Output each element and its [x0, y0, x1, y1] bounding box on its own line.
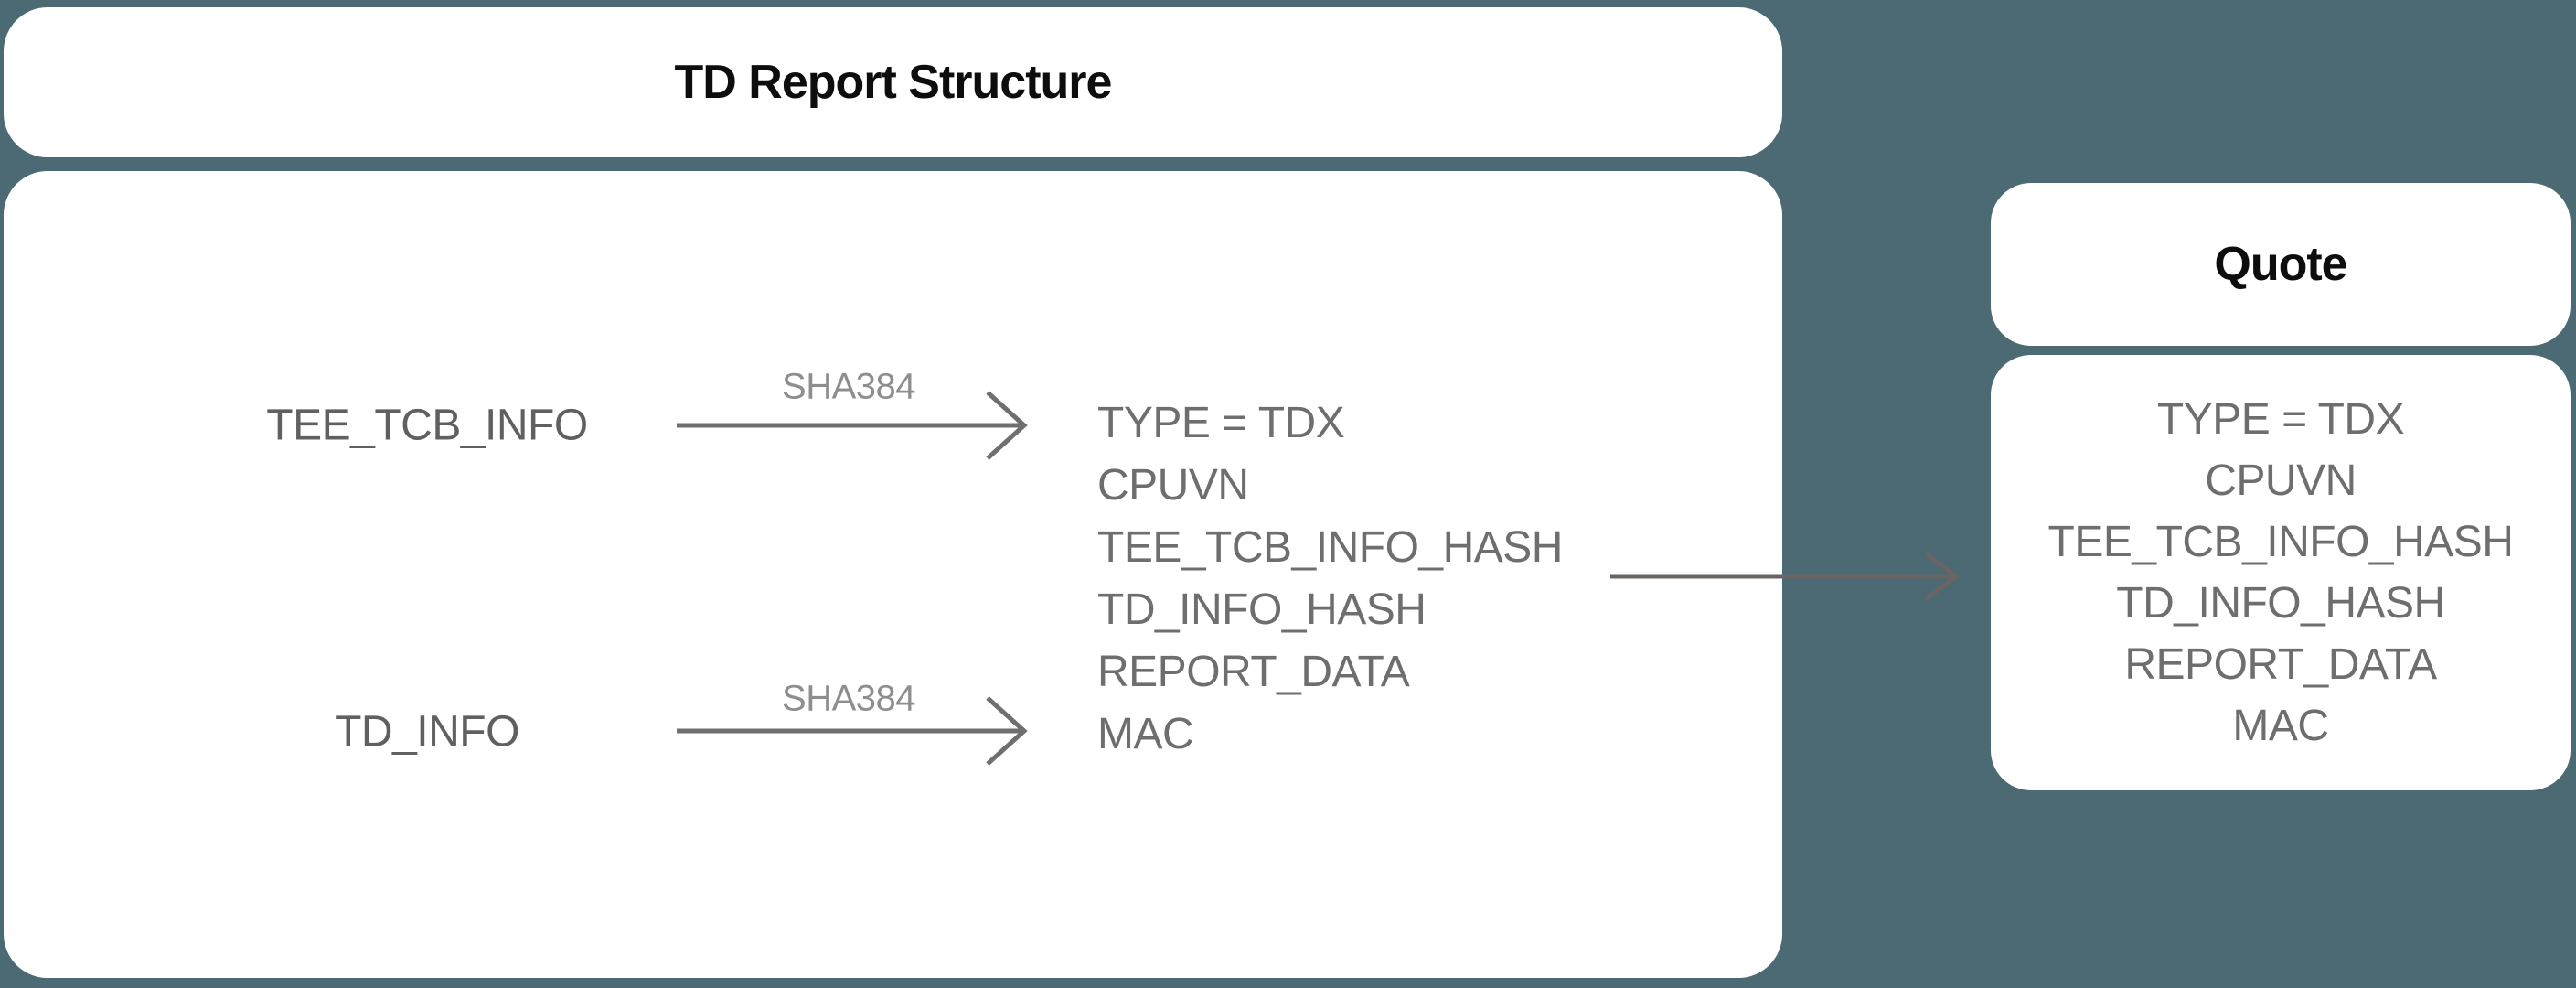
td-report-field: TEE_TCB_INFO_HASH	[1097, 523, 1563, 572]
td-report-field-list: TYPE = TDX CPUVN TEE_TCB_INFO_HASH TD_IN…	[1097, 392, 1563, 766]
td-report-title-box: TD Report Structure	[4, 7, 1782, 157]
tee-tcb-info-label: TEE_TCB_INFO	[266, 401, 588, 450]
quote-field: REPORT_DATA	[2124, 640, 2437, 689]
quote-field: CPUVN	[2205, 456, 2357, 505]
quote-title-box: Quote	[1991, 183, 2571, 346]
td-report-field: REPORT_DATA	[1097, 648, 1410, 696]
td-report-body-box: TEE_TCB_INFO SHA384 TD_INFO SHA384 TYPE …	[4, 171, 1782, 978]
quote-field: TEE_TCB_INFO_HASH	[2047, 518, 2514, 566]
quote-field: MAC	[2232, 702, 2329, 750]
td-report-field: MAC	[1097, 710, 1194, 758]
td-report-title: TD Report Structure	[674, 56, 1113, 109]
quote-field: TD_INFO_HASH	[2116, 579, 2445, 628]
quote-field: TYPE = TDX	[2156, 395, 2405, 444]
td-info-label: TD_INFO	[335, 707, 519, 757]
quote-title: Quote	[2214, 238, 2347, 291]
sha384-label-bottom: SHA384	[782, 678, 915, 719]
sha384-label-top: SHA384	[782, 366, 915, 407]
td-report-field: TD_INFO_HASH	[1097, 585, 1427, 634]
td-report-field: TYPE = TDX	[1097, 399, 1345, 447]
td-report-field: CPUVN	[1097, 461, 1249, 510]
quote-body-box: TYPE = TDX CPUVN TEE_TCB_INFO_HASH TD_IN…	[1991, 355, 2571, 790]
